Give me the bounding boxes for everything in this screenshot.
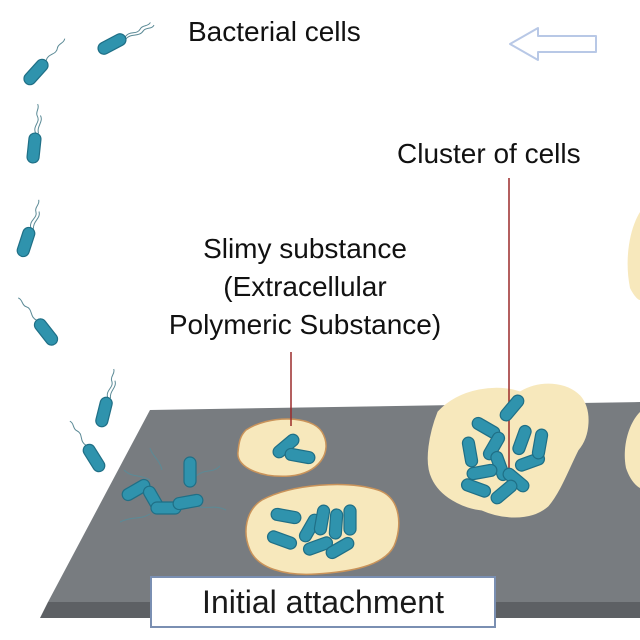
label-cluster-of-cells: Cluster of cells (397, 138, 581, 169)
left-arrow-icon (509, 27, 597, 61)
bacterium (69, 420, 108, 475)
label-slimy-substance: Slimy substance (Extracellular Polymeric… (140, 230, 470, 344)
attaching-bacteria (119, 447, 227, 523)
stage-label: Initial attachment (202, 583, 444, 620)
bacterium (95, 22, 155, 57)
eps-edge-right (624, 412, 640, 488)
label-slimy-line2: (Extracellular (223, 271, 387, 302)
bacterium (15, 199, 40, 259)
bacterium (20, 38, 66, 88)
bacterium (25, 103, 43, 165)
label-bacterial-cells: Bacterial cells (188, 16, 361, 47)
free-bacteria (15, 22, 155, 475)
bacterium (17, 297, 61, 349)
label-slimy-line1: Slimy substance (203, 233, 407, 264)
stage-label-box: Initial attachment (150, 576, 496, 628)
bacterium (93, 368, 116, 429)
eps-edge-top-right (627, 212, 640, 300)
label-slimy-line3: Polymeric Substance) (168, 309, 442, 340)
